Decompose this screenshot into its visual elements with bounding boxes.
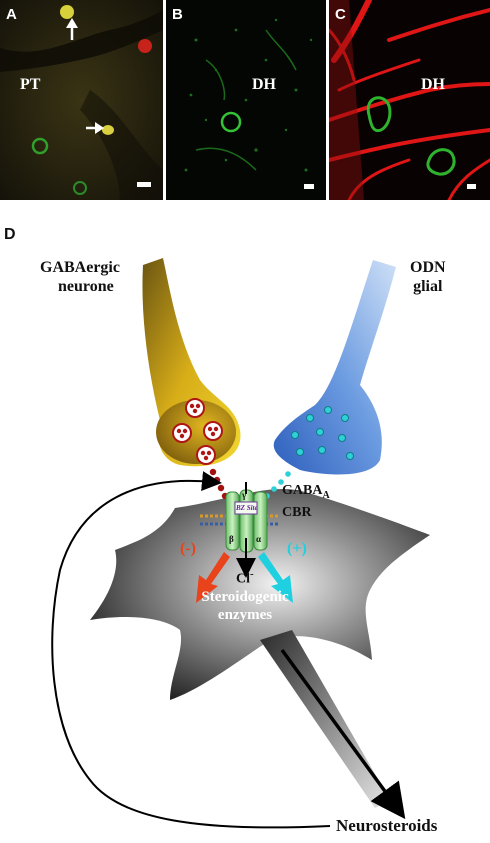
stimulation-label: (+)	[287, 540, 307, 557]
red-cell	[138, 39, 152, 53]
chloride-text: Cl	[236, 571, 250, 587]
odn-glial-label-line1: ODN	[410, 259, 446, 276]
stimulation-arrow	[258, 552, 293, 603]
gabaa-diagram: D GABAergic neurone ODN glial GABAA CBR …	[0, 220, 490, 838]
yellow-cell-mid	[102, 125, 114, 135]
steroidogenic-enzymes-label: Steroidogenic enzymes	[190, 588, 300, 624]
panel-b-region: DH	[252, 76, 276, 93]
yellow-cell-top	[60, 5, 74, 19]
odn-glial-label: ODN glial	[410, 258, 446, 296]
neurosteroids-label: Neurosteroids	[336, 816, 438, 835]
receptor-label-line1: GABA	[282, 483, 323, 498]
odn-glial-cell	[273, 260, 396, 475]
bz-site-label: BZ Site	[236, 504, 258, 512]
scale-bar-c	[467, 184, 476, 189]
panel-c-letter: C	[335, 6, 346, 23]
arrow-icon-mid	[95, 122, 104, 134]
green-cell-top	[366, 96, 392, 133]
output-arrow	[280, 648, 406, 820]
green-cell-bottom	[426, 148, 456, 176]
panel-d-letter: D	[4, 226, 16, 243]
chloride-charge: -	[250, 568, 254, 580]
panel-c-region: DH	[421, 76, 445, 93]
scale-bar-b	[304, 184, 314, 189]
gaba-neurone-label: GABAergic neurone	[40, 258, 120, 296]
green-cell-left	[31, 137, 49, 155]
beta-subunit-label: β	[229, 534, 234, 544]
panel-a-region: PT	[20, 76, 41, 93]
panel-b-image	[166, 0, 326, 200]
scale-bar-a	[137, 182, 151, 187]
gamma-subunit-label: γ	[242, 490, 247, 500]
axon	[260, 630, 390, 808]
gabaa-receptor	[225, 489, 268, 553]
panel-a-image	[0, 0, 163, 200]
feedback-loop-arrow	[51, 471, 331, 829]
arrow-icon-top	[66, 18, 78, 28]
green-cell-bottom	[73, 181, 87, 195]
panel-b-letter: B	[172, 6, 183, 23]
diagram-drawing	[51, 258, 430, 829]
gaba-terminal	[156, 400, 236, 464]
gaba-vesicles	[172, 398, 223, 465]
panel-b-micrograph: B DH	[166, 0, 326, 200]
receptor-label-subscript: A	[322, 489, 330, 501]
chloride-label: Cl-	[236, 568, 254, 588]
panel-c-image	[329, 0, 490, 200]
inhibition-label: (-)	[180, 540, 196, 557]
enzymes-label-line2: enzymes	[217, 607, 273, 623]
postsynaptic-neuron	[90, 489, 430, 700]
receptor-label-line2: CBR	[282, 504, 312, 520]
green-cell	[220, 111, 242, 133]
alpha-subunit-label: α	[256, 534, 262, 544]
receptor-label: GABAA CBR	[282, 482, 330, 521]
panel-c-micrograph: C DH	[329, 0, 490, 200]
panel-a-letter: A	[6, 6, 17, 23]
odn-vesicles	[291, 406, 354, 460]
enzymes-label-line1: Steroidogenic	[201, 589, 289, 605]
inhibition-arrow	[196, 552, 230, 603]
gaba-neurone-label-line1: GABAergic	[40, 259, 120, 276]
odn-glial-label-line2: glial	[413, 278, 443, 295]
panel-a-micrograph: A PT	[0, 0, 163, 200]
gaba-neurone-label-line2: neurone	[58, 278, 114, 295]
